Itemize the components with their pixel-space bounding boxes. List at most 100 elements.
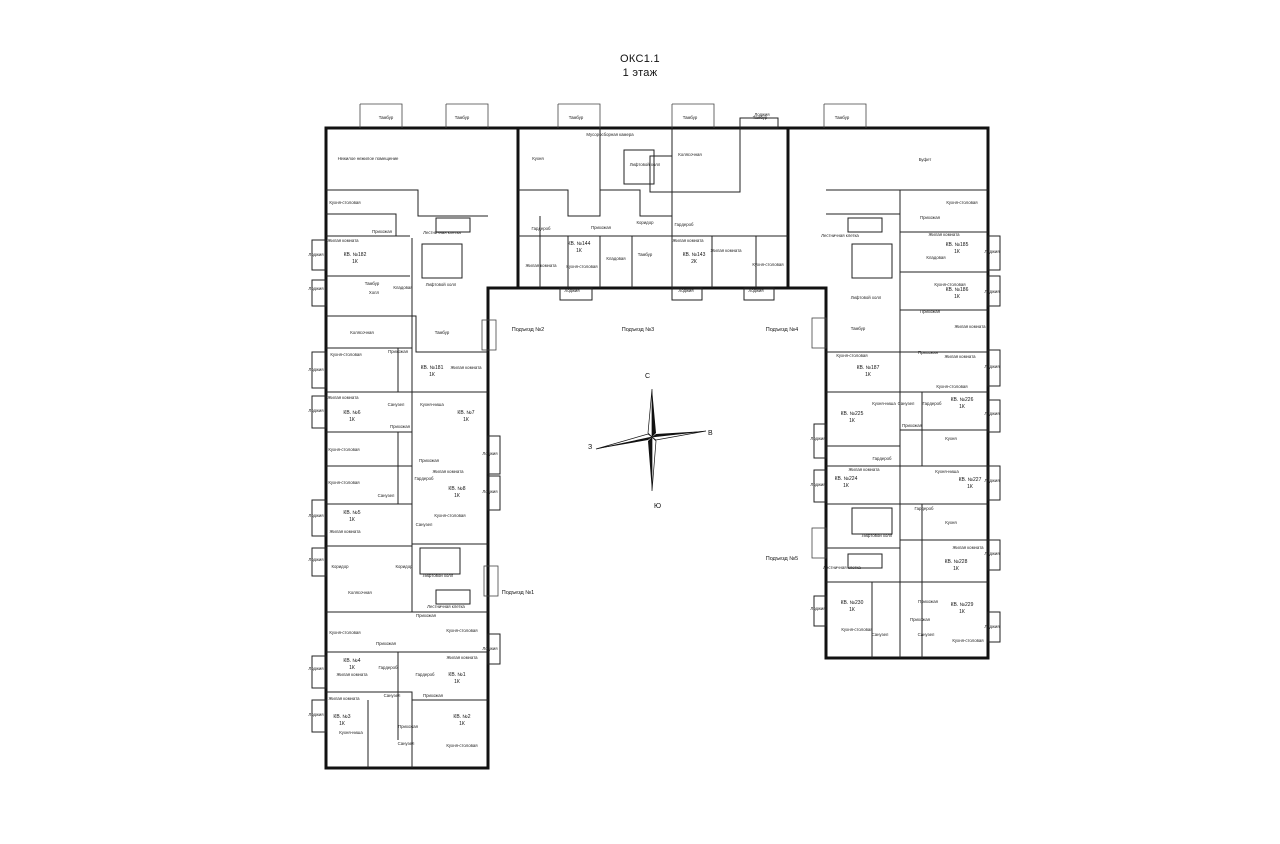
apartment-number: КВ. №5	[343, 510, 360, 516]
room-label: Кухня-столовая	[329, 630, 361, 635]
room-label: Санузел	[378, 493, 395, 498]
room-label: Холл	[369, 290, 380, 295]
room-label: Лоджия	[810, 482, 826, 487]
room-label: Прихожая	[423, 693, 444, 698]
room-label: Санузел	[384, 693, 401, 698]
apartment-number: КВ. №224	[835, 476, 858, 482]
room-label: Коридор	[396, 564, 414, 569]
apartment-type: 1К	[339, 721, 345, 727]
apartment-type: 1К	[849, 418, 855, 424]
room-label: Колясочная	[678, 152, 702, 157]
room-label: Кухня-столовая	[434, 513, 466, 518]
apartment-type: 1К	[349, 517, 355, 523]
apartment-number: КВ. №8	[448, 486, 465, 492]
room-label: Гардероб	[923, 401, 942, 406]
room-label: Тамбур	[455, 115, 470, 120]
room-label: Лестничная клетка	[823, 565, 861, 570]
room-label: Лифтовой холл	[862, 533, 893, 538]
room-label: Кухня-столовая	[836, 353, 868, 358]
room-label: Тамбур	[365, 281, 380, 286]
room-label: Лоджия	[754, 112, 770, 117]
apartment-type: 1К	[959, 609, 965, 615]
room-label: Тамбур	[835, 115, 850, 120]
apartment-type: 1К	[953, 566, 959, 572]
room-label: Санузел	[918, 632, 935, 637]
apartment-number: КВ. №3	[333, 714, 350, 720]
room-label: Лоджия	[308, 513, 324, 518]
room-label: Кухня-столовая	[446, 628, 478, 633]
apartment-number: КВ. №225	[841, 411, 864, 417]
room-label: Тамбур	[379, 115, 394, 120]
room-label: Лоджия	[984, 249, 1000, 254]
apartment-type: 1К	[967, 484, 973, 490]
building-cores	[419, 149, 893, 605]
floor-subtitle: 1 этаж	[622, 67, 658, 79]
room-label: Кухня-столовая	[330, 352, 362, 357]
plan-title: ОКС1.1	[620, 53, 660, 65]
room-label: Лоджия	[984, 411, 1000, 416]
room-label: Кухня-ниша	[420, 402, 444, 407]
room-label: Кухня-столовая	[328, 447, 360, 452]
room-label: Кухня-столовая	[752, 262, 784, 267]
room-label: Санузел	[388, 402, 405, 407]
entrance-label: Подъезд №3	[622, 327, 654, 333]
room-label: Лоджия	[482, 489, 498, 494]
apartment-number: КВ. №185	[946, 242, 969, 248]
loggias	[311, 117, 1001, 733]
room-label: Жилая комната	[672, 238, 704, 243]
entrance-label: Подъезд №4	[766, 327, 798, 333]
room-label: Лифтовой холл	[851, 295, 882, 300]
room-label: Прихожая	[419, 458, 440, 463]
apartment-type: 1К	[954, 249, 960, 255]
apartment-number: КВ. №182	[344, 252, 367, 258]
room-label: Гардероб	[915, 506, 934, 511]
apartment-type: 1К	[459, 721, 465, 727]
apartment-number: КВ. №7	[457, 410, 474, 416]
room-label: Санузел	[898, 401, 915, 406]
room-label: Тамбур	[753, 115, 768, 120]
apartment-number: КВ. №228	[945, 559, 968, 565]
room-label: Кухня-столовая	[446, 743, 478, 748]
apartment-type: 1К	[463, 417, 469, 423]
apartment-number: КВ. №187	[857, 365, 880, 371]
entrance-label: Подъезд №5	[766, 556, 798, 562]
entrance-label: Подъезд №2	[512, 327, 544, 333]
room-label: Кухня	[945, 520, 957, 525]
room-label: Кухня-столовая	[934, 282, 966, 287]
compass-north: С	[645, 373, 650, 380]
room-label: Лоджия	[308, 367, 324, 372]
apartment-type: 1К	[454, 679, 460, 685]
room-label: Кухня-ниша	[339, 730, 363, 735]
room-label: Жилая комната	[328, 696, 360, 701]
room-label: Тамбур	[435, 330, 450, 335]
apartment-number: КВ. №143	[683, 252, 706, 258]
room-label: Прихожая	[398, 724, 419, 729]
room-label: Жилая комната	[952, 545, 984, 550]
room-label: Кухня	[532, 156, 544, 161]
room-label: Лоджия	[482, 451, 498, 456]
room-label: Кухня-столовая	[566, 264, 598, 269]
room-label: Кухня-столовая	[936, 384, 968, 389]
room-label: Лоджия	[308, 712, 324, 717]
room-label: Жилая комната	[432, 469, 464, 474]
room-label: Кладовая	[393, 285, 413, 290]
room-label: Лестничная клетка	[427, 604, 465, 609]
room-label: Прихожая	[388, 349, 409, 354]
apartment-number: КВ. №230	[841, 600, 864, 606]
room-label: Лоджия	[482, 646, 498, 651]
room-label: Буфет	[919, 157, 932, 162]
room-label: Кухня-ниша	[935, 469, 959, 474]
room-label: Кухня-столовая	[946, 200, 978, 205]
apartment-type: 1К	[576, 248, 582, 254]
room-label: Прихожая	[591, 225, 612, 230]
room-label: Коридор	[332, 564, 350, 569]
room-label: Санузел	[416, 522, 433, 527]
interior-walls	[326, 128, 988, 768]
apartment-number: КВ. №1	[448, 672, 465, 678]
room-label: Лоджия	[984, 478, 1000, 483]
room-label: Кухня-столовая	[952, 638, 984, 643]
room-label: Жилая комната	[944, 354, 976, 359]
entrance-porches	[359, 103, 867, 597]
room-label: Прихожая	[920, 309, 941, 314]
room-label: Кладовая	[606, 256, 626, 261]
